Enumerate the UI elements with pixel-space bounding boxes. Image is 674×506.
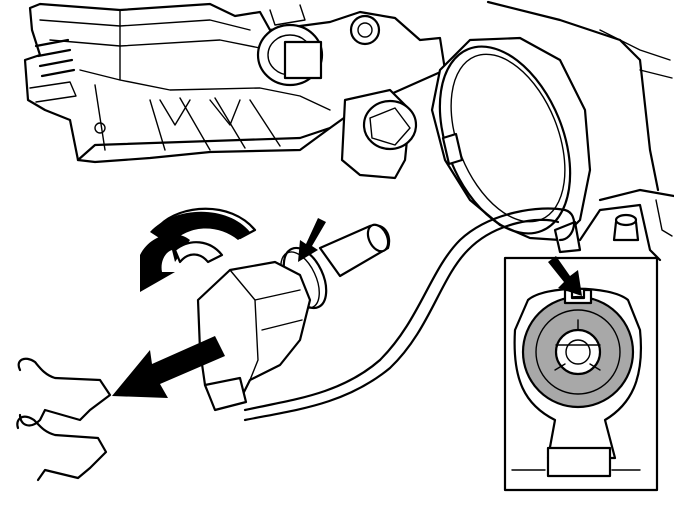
vehicle-body-panel [486, 0, 674, 262]
rotate-arrow-icon [140, 207, 257, 292]
retaining-spring-clip [16, 357, 112, 482]
pointer-arrow-icon [298, 218, 326, 262]
bulb-assembly [196, 207, 576, 422]
inset-pointer-arrow-icon [548, 256, 582, 296]
detail-inset [503, 256, 659, 492]
headlamp-housing [23, 2, 447, 180]
pull-out-arrow-icon [112, 336, 225, 398]
